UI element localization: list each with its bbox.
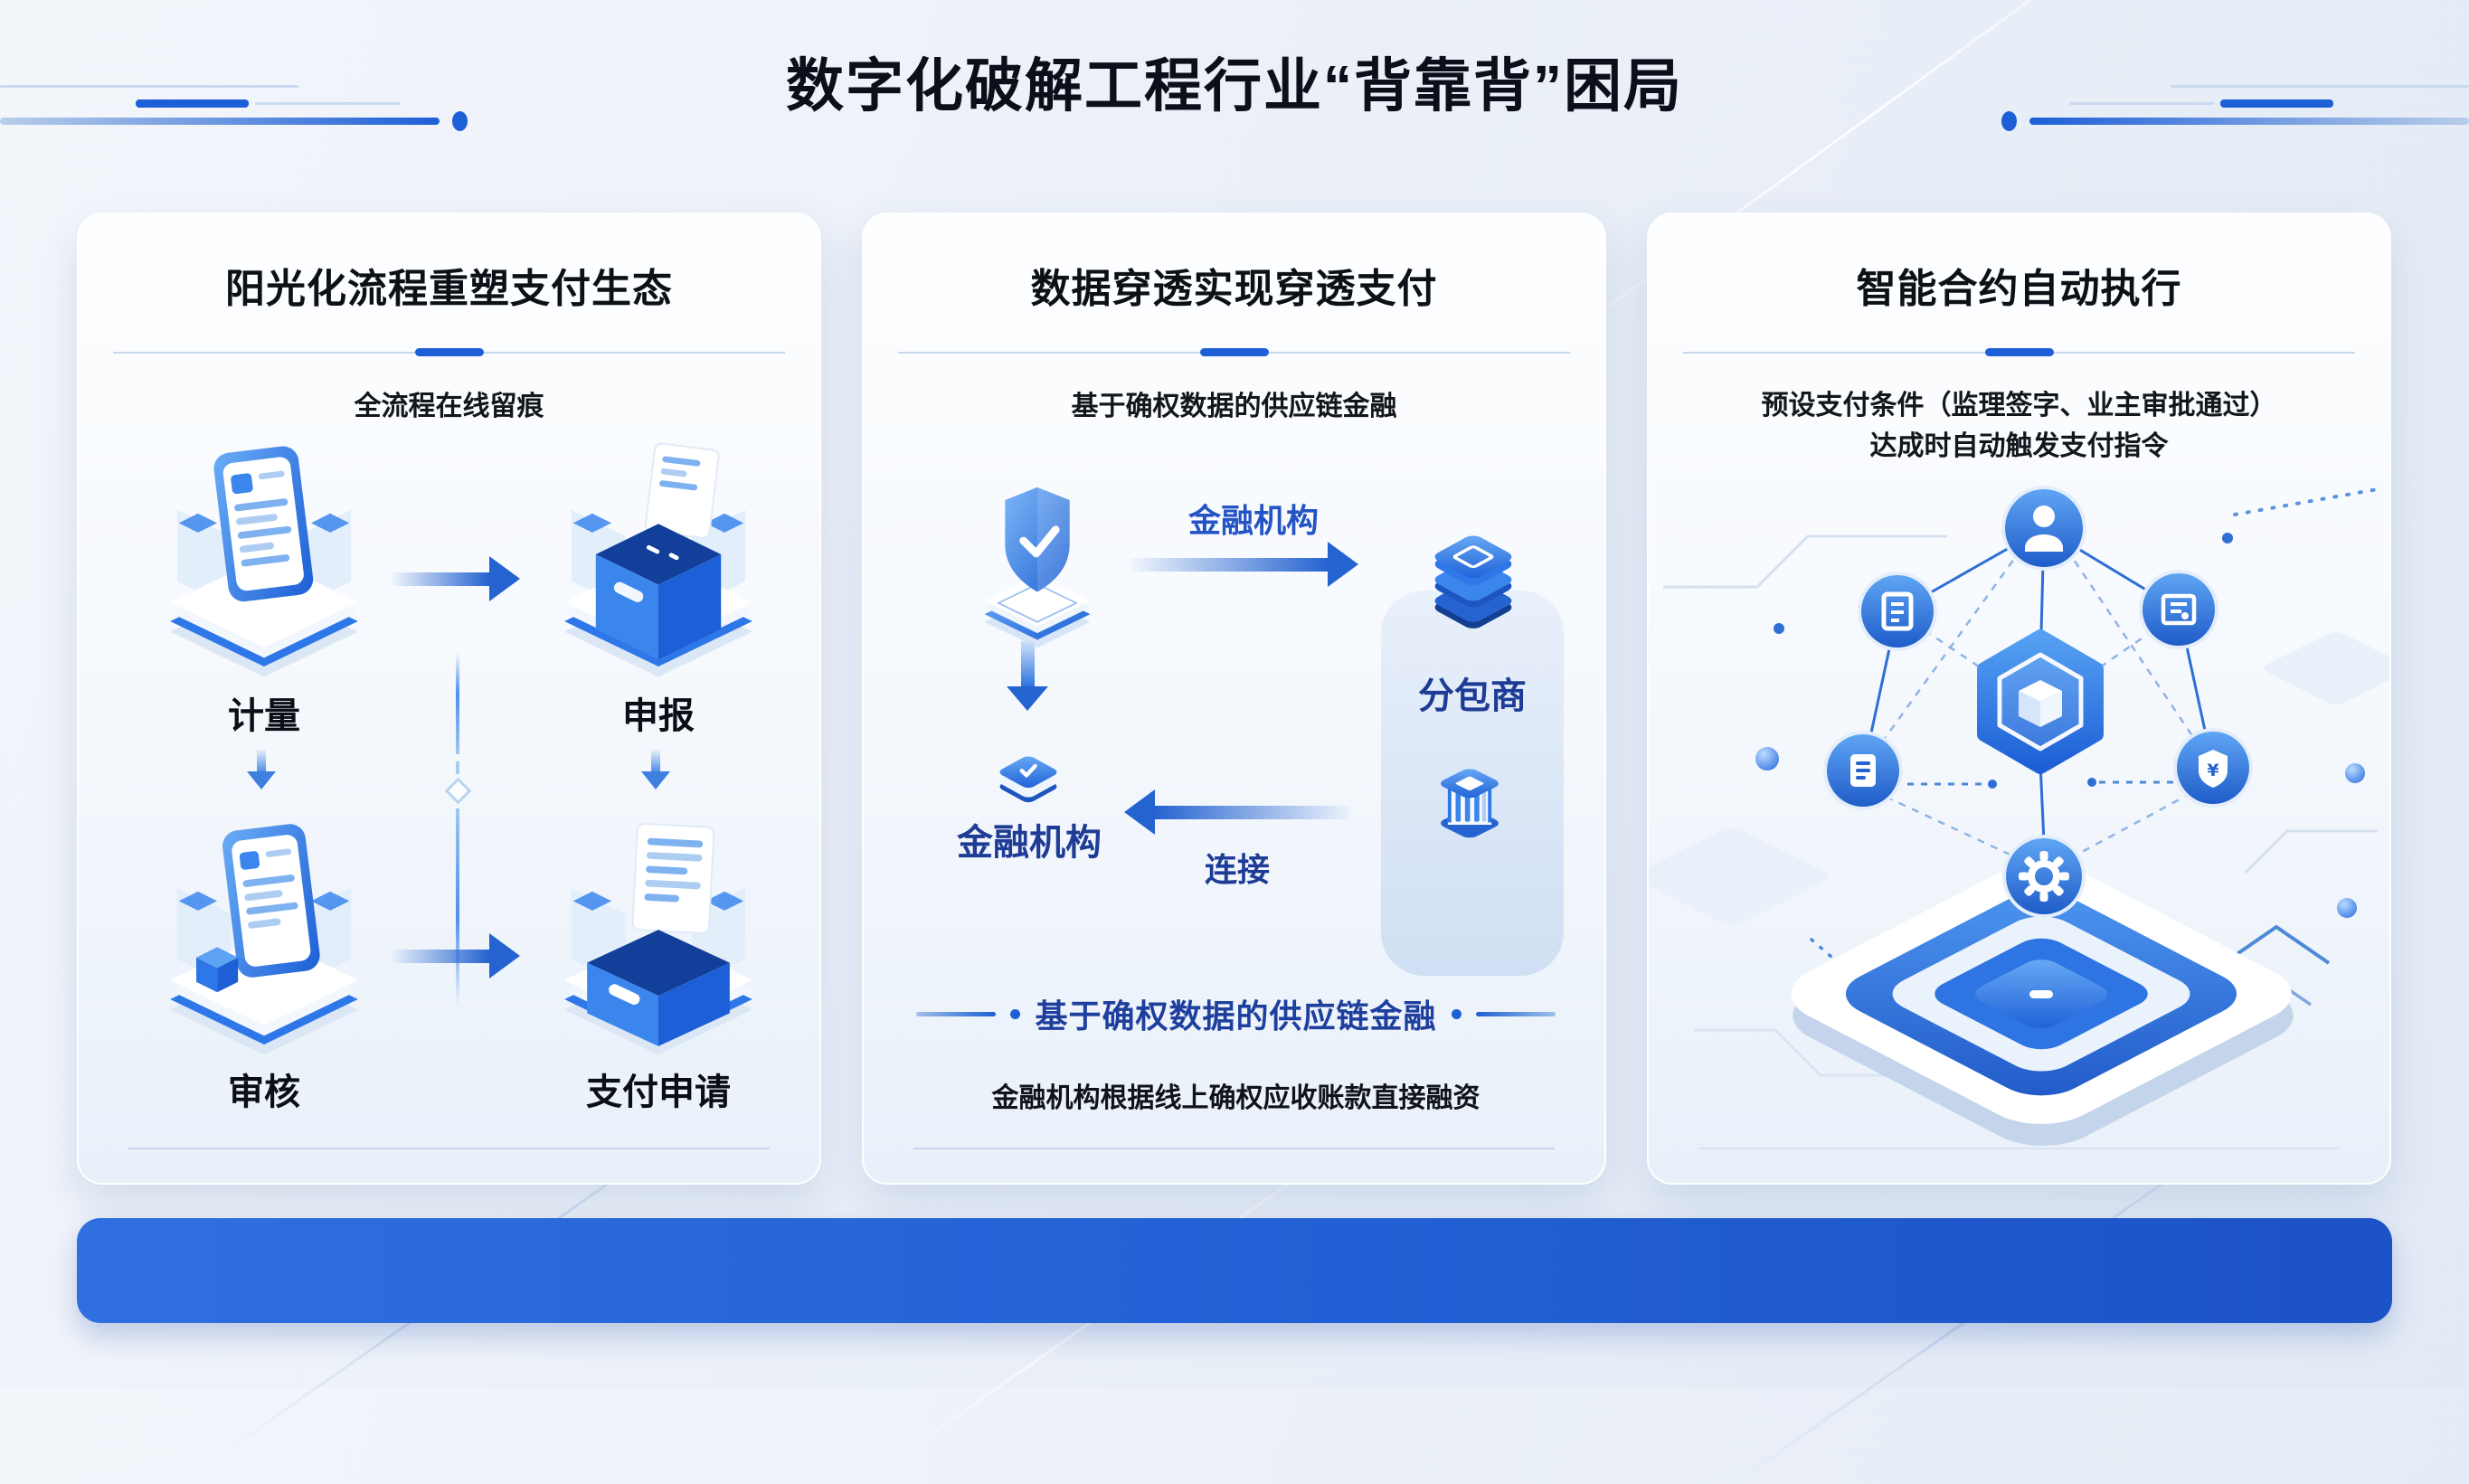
document-icon — [1858, 572, 1937, 651]
step-label: 审核 — [228, 1073, 300, 1112]
decor-dot — [2001, 111, 2017, 131]
review-stamp-icon — [170, 824, 358, 1055]
flow-arrow-down — [247, 750, 276, 789]
arrow-head — [1007, 686, 1048, 711]
title-divider — [864, 348, 1604, 356]
flow-arrow-right — [392, 933, 520, 978]
institution-label: 金融机构 — [957, 823, 1102, 863]
decor-line — [2029, 118, 2469, 125]
card-subtitle: 预设支付条件（监理签字、业主审批通过） 达成时自动触发支付指令 — [1667, 385, 2371, 467]
document-list-icon — [1823, 731, 1903, 810]
divider-accent — [414, 348, 484, 356]
shield-currency-icon: ¥ — [2173, 728, 2253, 808]
footer-headline-row: 基于确权数据的供应链金融 — [864, 990, 1604, 1037]
decor-dot — [1010, 1008, 1021, 1019]
process-flow: 计量 申报 — [79, 440, 819, 1146]
arrow-head — [641, 771, 670, 789]
cards-row: 阳光化流程重塑支付生态 全流程在线留痕 — [77, 213, 2392, 1185]
flow-arrow-down — [641, 750, 670, 789]
stacked-blocks-icon — [1434, 535, 1512, 629]
card-title: 智能合约自动执行 — [1856, 267, 2182, 311]
subcontractor-label: 分包商 — [1418, 676, 1527, 716]
header: 数字化破解工程行业“背靠背”困局 — [0, 0, 2469, 208]
shield-check-icon — [984, 487, 1091, 648]
arrow-head — [489, 556, 520, 601]
step-label: 计量 — [228, 696, 300, 736]
arrow-shaft — [1020, 641, 1035, 686]
card-footline — [1698, 1148, 2340, 1149]
decor-dot — [1451, 1008, 1462, 1019]
flow-arrow-down — [1007, 641, 1048, 711]
dashed-divider — [444, 653, 472, 1006]
title-divider — [79, 348, 819, 356]
gear-icon — [2002, 835, 2086, 918]
arrow-head — [247, 771, 276, 789]
svg-text:¥: ¥ — [2207, 761, 2218, 780]
step-label: 支付申请 — [586, 1073, 731, 1112]
certificate-icon — [2139, 570, 2218, 649]
flow-arrow-right — [1130, 542, 1358, 587]
arrow-shaft — [651, 750, 660, 771]
decor-line — [1475, 1011, 1556, 1016]
decor-line — [2171, 85, 2469, 88]
column-blocks-icon — [1441, 769, 1499, 838]
card-sunlight-process: 阳光化流程重塑支付生态 全流程在线留痕 — [77, 213, 821, 1185]
decor-line — [2069, 102, 2214, 105]
arrow-head — [1328, 542, 1358, 587]
card-footline — [128, 1148, 770, 1149]
title-divider — [1649, 348, 2389, 356]
card-data-penetration: 数据穿透实现穿透支付 基于确权数据的供应链金融 金融机构 — [862, 213, 1606, 1185]
smart-contract-network-illustration: ¥ — [1649, 486, 2389, 1146]
hexagon-cube-icon — [1977, 629, 2104, 774]
user-icon — [2001, 486, 2086, 571]
arrow-label: 连接 — [1204, 851, 1270, 888]
arrow-shaft — [257, 750, 266, 771]
arrow-shaft — [1155, 805, 1350, 819]
decor-line — [0, 85, 298, 88]
header-left-lines — [0, 0, 543, 208]
decor-line — [2220, 99, 2333, 108]
cube-check-icon — [999, 756, 1057, 803]
decor-line — [255, 102, 400, 105]
decor-dot — [452, 111, 468, 131]
card-smart-contract: 智能合约自动执行 预设支付条件（监理签字、业主审批通过） 达成时自动触发支付指令 — [1647, 213, 2391, 1185]
page-title: 数字化破解工程行业“背靠背”困局 — [786, 53, 1683, 118]
divider-accent — [1984, 348, 2054, 356]
meter-phone-icon — [170, 446, 358, 677]
arrow-shaft — [392, 572, 489, 586]
card-footline — [913, 1148, 1555, 1149]
divider-accent — [1199, 348, 1269, 356]
decor-line — [916, 1011, 997, 1016]
flow-arrow-left — [1124, 789, 1350, 835]
arrow-label: 金融机构 — [1187, 502, 1319, 539]
card-title: 阳光化流程重塑支付生态 — [225, 267, 673, 311]
arrow-head — [1124, 789, 1155, 835]
payment-request-box-icon — [564, 822, 752, 1055]
arrow-shaft — [392, 949, 489, 963]
arrow-shaft — [1130, 557, 1328, 572]
decor-line — [0, 118, 440, 125]
supply-chain-flow: 金融机构 分包商 — [864, 477, 1604, 983]
header-right-lines — [1926, 0, 2469, 208]
card-subtitle: 基于确权数据的供应链金融 — [1071, 392, 1397, 421]
card-title: 数据穿透实现穿透支付 — [1030, 267, 1438, 311]
arrow-head — [489, 933, 520, 978]
declare-box-icon — [564, 442, 752, 677]
footer-headline: 基于确权数据的供应链金融 — [1035, 997, 1437, 1035]
step-label: 申报 — [622, 696, 695, 736]
decor-line — [136, 99, 249, 108]
bottom-bar — [77, 1218, 2392, 1323]
card-subtitle: 全流程在线留痕 — [354, 392, 544, 421]
subtitle-line-2: 达成时自动触发支付指令 — [1869, 431, 2169, 461]
card2-footer: 基于确权数据的供应链金融 金融机构根据线上确权应收账款直接融资 — [864, 990, 1604, 1115]
footer-description: 金融机构根据线上确权应收账款直接融资 — [991, 1083, 1480, 1113]
flow-arrow-right — [392, 556, 520, 601]
subtitle-line-1: 预设支付条件（监理签字、业主审批通过） — [1761, 391, 2277, 421]
